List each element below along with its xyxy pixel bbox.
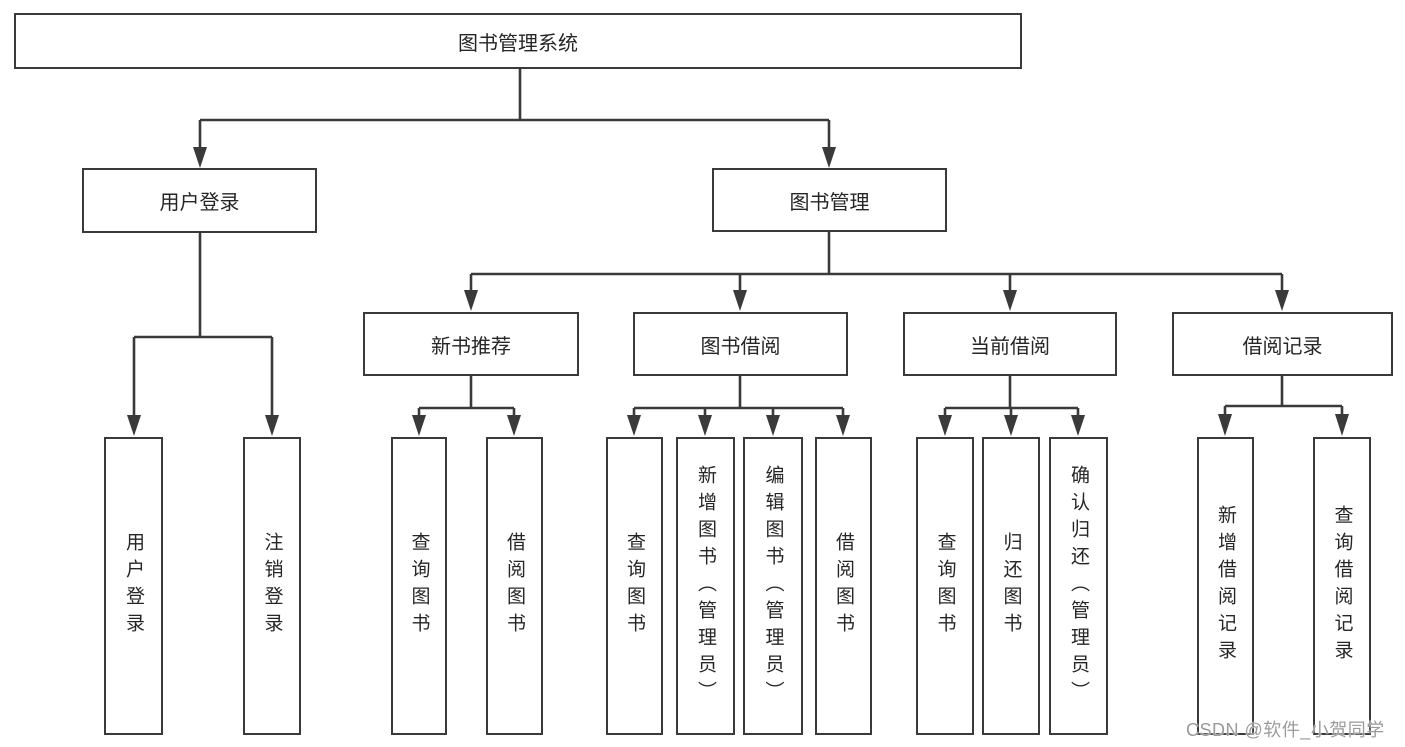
leaf-borrow-books: 借阅图书 bbox=[815, 437, 872, 735]
node-user-login: 用户登录 bbox=[82, 168, 317, 233]
node-book-management: 图书管理 bbox=[712, 168, 947, 232]
arrowhead-to-user-login bbox=[193, 147, 207, 168]
node-borrowing-records: 借阅记录 bbox=[1172, 312, 1393, 376]
leaf-query-books-borrow: 查询图书 bbox=[606, 437, 663, 735]
leaf-confirm-return-admin: 确认归还（管理员） bbox=[1049, 437, 1108, 735]
node-root-system: 图书管理系统 bbox=[14, 13, 1022, 69]
leaf-borrow-books-rec: 借阅图书 bbox=[486, 437, 543, 735]
connector-current-borrow-split bbox=[938, 376, 1085, 436]
leaf-query-books-current: 查询图书 bbox=[916, 437, 974, 735]
leaf-edit-books-admin: 编辑图书（管理员） bbox=[743, 437, 803, 735]
connector-borrow-records-split bbox=[1218, 376, 1349, 436]
leaf-add-borrow-record: 新增借阅记录 bbox=[1197, 437, 1254, 735]
connector-user-login-split bbox=[127, 233, 279, 436]
leaf-user-login: 用户登录 bbox=[104, 437, 163, 735]
node-current-borrowing: 当前借阅 bbox=[903, 312, 1117, 376]
node-new-book-recommend: 新书推荐 bbox=[363, 312, 579, 376]
arrowhead-to-book-mgmt bbox=[822, 147, 836, 168]
leaf-query-books-rec: 查询图书 bbox=[391, 437, 447, 735]
node-book-borrowing: 图书借阅 bbox=[633, 312, 848, 376]
leaf-logout: 注销登录 bbox=[243, 437, 301, 735]
connector-new-book-rec-split bbox=[412, 376, 521, 436]
csdn-watermark: CSDN @软件_小贺同学 bbox=[1186, 720, 1385, 740]
leaf-return-books: 归还图书 bbox=[982, 437, 1040, 735]
connector-book-borrow-split bbox=[627, 376, 850, 436]
connector-book-mgmt-split bbox=[464, 232, 1289, 311]
connector-root-split bbox=[193, 69, 836, 168]
leaf-query-borrow-record: 查询借阅记录 bbox=[1313, 437, 1371, 735]
leaf-add-books-admin: 新增图书（管理员） bbox=[676, 437, 735, 735]
